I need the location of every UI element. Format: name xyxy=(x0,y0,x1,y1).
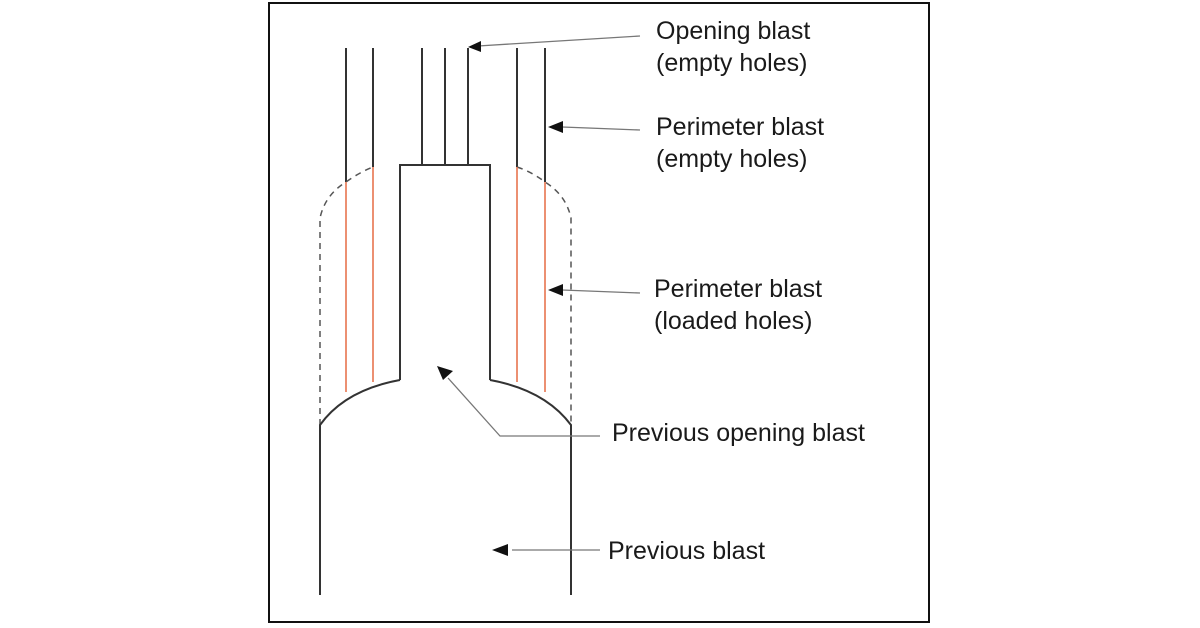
leader-perimeter-loaded xyxy=(561,289,641,294)
previous-blast-outline xyxy=(319,379,572,595)
label-previous-opening: Previous opening blast xyxy=(612,417,865,449)
leaders xyxy=(447,35,641,551)
label-previous-blast-line1: Previous blast xyxy=(608,537,766,565)
label-perimeter-loaded-line1: Perimeter blast xyxy=(654,275,823,303)
arrowheads xyxy=(437,41,563,556)
leader-opening xyxy=(477,35,641,47)
label-perimeter-loaded-line2: (loaded holes) xyxy=(654,307,813,335)
arrowhead xyxy=(548,121,563,133)
label-perimeter-empty-line1: Perimeter blast xyxy=(656,113,825,141)
label-previous-blast: Previous blast xyxy=(608,535,765,567)
arrowhead xyxy=(548,284,563,296)
dashed-boundary xyxy=(319,166,572,425)
label-perimeter-empty: Perimeter blast (empty holes) xyxy=(656,111,824,175)
arrowhead xyxy=(468,41,481,52)
diagram-frame xyxy=(268,2,930,623)
arrowhead xyxy=(437,366,453,380)
leader-previous-opening xyxy=(447,377,600,437)
label-perimeter-loaded: Perimeter blast (loaded holes) xyxy=(654,273,822,337)
perimeter-loaded-holes xyxy=(345,167,546,392)
arrowhead xyxy=(492,544,508,556)
opening-empty-holes xyxy=(421,48,469,165)
label-perimeter-empty-line2: (empty holes) xyxy=(656,145,808,173)
label-opening-blast-line1: Opening blast xyxy=(656,17,811,45)
label-opening-blast-line2: (empty holes) xyxy=(656,49,808,77)
perimeter-empty-holes xyxy=(345,48,546,182)
previous-opening-outline xyxy=(399,164,491,380)
label-previous-opening-line1: Previous opening blast xyxy=(612,419,865,447)
leader-perimeter-empty xyxy=(561,126,641,131)
label-opening-blast: Opening blast (empty holes) xyxy=(656,15,810,79)
